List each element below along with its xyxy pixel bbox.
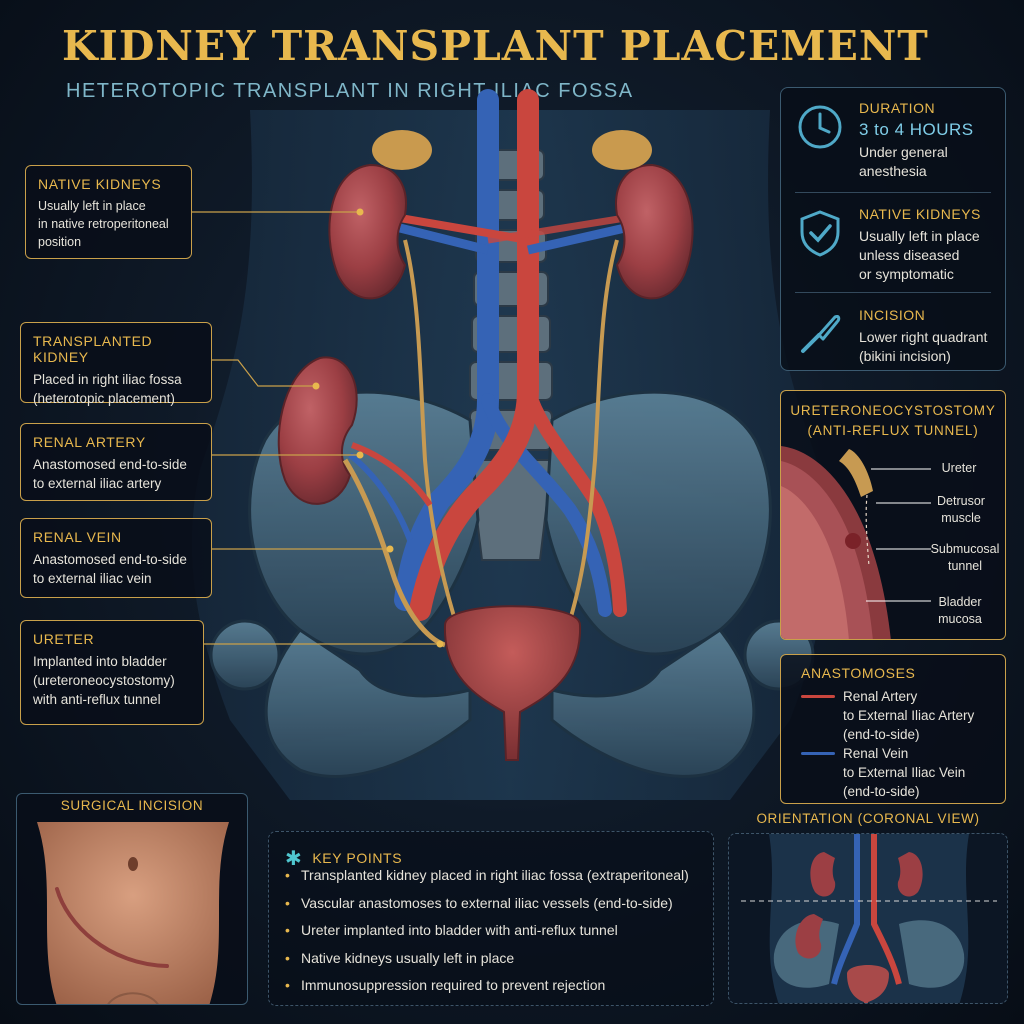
ureteroneocystostomy-panel: URETERONEOCYSTOSTOMY (ANTI-REFLUX TUNNEL… bbox=[780, 390, 1006, 640]
callout-native-kidneys: NATIVE KIDNEYS Usually left in place in … bbox=[25, 165, 192, 259]
divider bbox=[795, 192, 991, 193]
legend-text: Renal Vein to External Iliac Vein (end-t… bbox=[843, 746, 966, 799]
label-submucosal-tunnel: Submucosal tunnel bbox=[930, 542, 1000, 573]
clock-icon bbox=[795, 102, 845, 157]
callout-title: RENAL VEIN bbox=[33, 529, 122, 545]
transplanted-kidney bbox=[277, 356, 358, 505]
aorta bbox=[409, 89, 539, 621]
divider bbox=[795, 292, 991, 293]
coronal-view-thumbnail bbox=[741, 834, 997, 1003]
native-kidney-right-side bbox=[328, 130, 432, 300]
list-item: Transplanted kidney placed in right ilia… bbox=[283, 862, 689, 890]
bladder-wall-detail bbox=[781, 446, 931, 639]
abdomen-illustration bbox=[37, 822, 229, 1004]
callout-text: Anastomosed end-to-side to external ilia… bbox=[33, 552, 187, 586]
scalpel-icon bbox=[795, 309, 845, 364]
callout-renal-artery: RENAL ARTERY Anastomosed end-to-side to … bbox=[20, 423, 212, 501]
artery-swatch bbox=[801, 695, 835, 698]
label-bladder-mucosa: Bladder mucosa bbox=[938, 595, 982, 626]
callout-text: Usually left in place in native retroper… bbox=[38, 199, 169, 249]
list-item: Ureter implanted into bladder with anti-… bbox=[283, 917, 689, 945]
info-text: Lower right quadrant (bikini incision) bbox=[859, 329, 988, 364]
transplant-renal-vein bbox=[348, 452, 413, 542]
callout-text: Placed in right iliac fossa (heterotopic… bbox=[33, 372, 182, 406]
info-label: INCISION bbox=[859, 307, 926, 323]
label-ureter: Ureter bbox=[941, 461, 977, 475]
callout-title: NATIVE KIDNEYS bbox=[38, 176, 162, 192]
key-points-panel: ✱KEY POINTS Transplanted kidney placed i… bbox=[268, 831, 714, 1006]
list-item: Native kidneys usually left in place bbox=[283, 945, 689, 973]
duration-value: 3 to 4 HOURS bbox=[859, 120, 974, 139]
callout-renal-vein: RENAL VEIN Anastomosed end-to-side to ex… bbox=[20, 518, 212, 598]
list-item: Vascular anastomoses to external iliac v… bbox=[283, 890, 689, 918]
callout-title: RENAL ARTERY bbox=[33, 434, 146, 450]
orientation-panel: ORIENTATION (CORONAL VIEW) bbox=[728, 811, 1008, 1004]
label-detrusor-muscle: Detrusor muscle bbox=[937, 494, 985, 525]
info-text: Under general anesthesia bbox=[859, 144, 948, 179]
callout-title: URETER bbox=[33, 631, 95, 647]
callout-title: TRANSPLANTED KIDNEY bbox=[33, 333, 153, 365]
callout-transplanted-kidney: TRANSPLANTED KIDNEY Placed in right ilia… bbox=[20, 322, 212, 406]
info-label: NATIVE KIDNEYS bbox=[859, 206, 981, 222]
orientation-thumbnail bbox=[728, 833, 1008, 1004]
transplant-renal-artery bbox=[350, 442, 433, 507]
anastomoses-panel: ANASTOMOSES Renal Artery to External Ili… bbox=[780, 654, 1006, 804]
inferior-vena-cava bbox=[394, 89, 499, 611]
info-text: Usually left in place unless diseased or… bbox=[859, 228, 980, 282]
bladder bbox=[443, 605, 582, 761]
panel-title: ORIENTATION (CORONAL VIEW) bbox=[756, 811, 980, 826]
shield-check-icon bbox=[795, 208, 845, 263]
panel-title: SURGICAL INCISION bbox=[60, 798, 204, 813]
list-item: Immunosuppression required to prevent re… bbox=[283, 972, 689, 1000]
page-title: KIDNEY TRANSPLANT PLACEMENT bbox=[62, 22, 929, 70]
panel-title: ANASTOMOSES bbox=[801, 665, 916, 681]
surgical-incision-panel: SURGICAL INCISION bbox=[16, 793, 248, 1005]
key-points-list: Transplanted kidney placed in right ilia… bbox=[283, 862, 689, 1000]
leader-transplanted-kidney bbox=[212, 359, 316, 387]
callout-text: Implanted into bladder (ureteroneocystos… bbox=[33, 654, 175, 707]
info-panel: DURATION 3 to 4 HOURS Under general anes… bbox=[780, 87, 1006, 371]
panel-title: URETERONEOCYSTOSTOMY (ANTI-REFLUX TUNNEL… bbox=[790, 403, 996, 438]
transplant-ureter bbox=[342, 458, 446, 648]
native-kidney-left-side bbox=[592, 130, 694, 300]
callout-ureter: URETER Implanted into bladder (ureterone… bbox=[20, 620, 204, 725]
info-label: DURATION bbox=[859, 100, 936, 116]
vein-swatch bbox=[801, 752, 835, 755]
callout-text: Anastomosed end-to-side to external ilia… bbox=[33, 457, 187, 491]
legend-text: Renal Artery to External Iliac Artery (e… bbox=[843, 689, 975, 742]
